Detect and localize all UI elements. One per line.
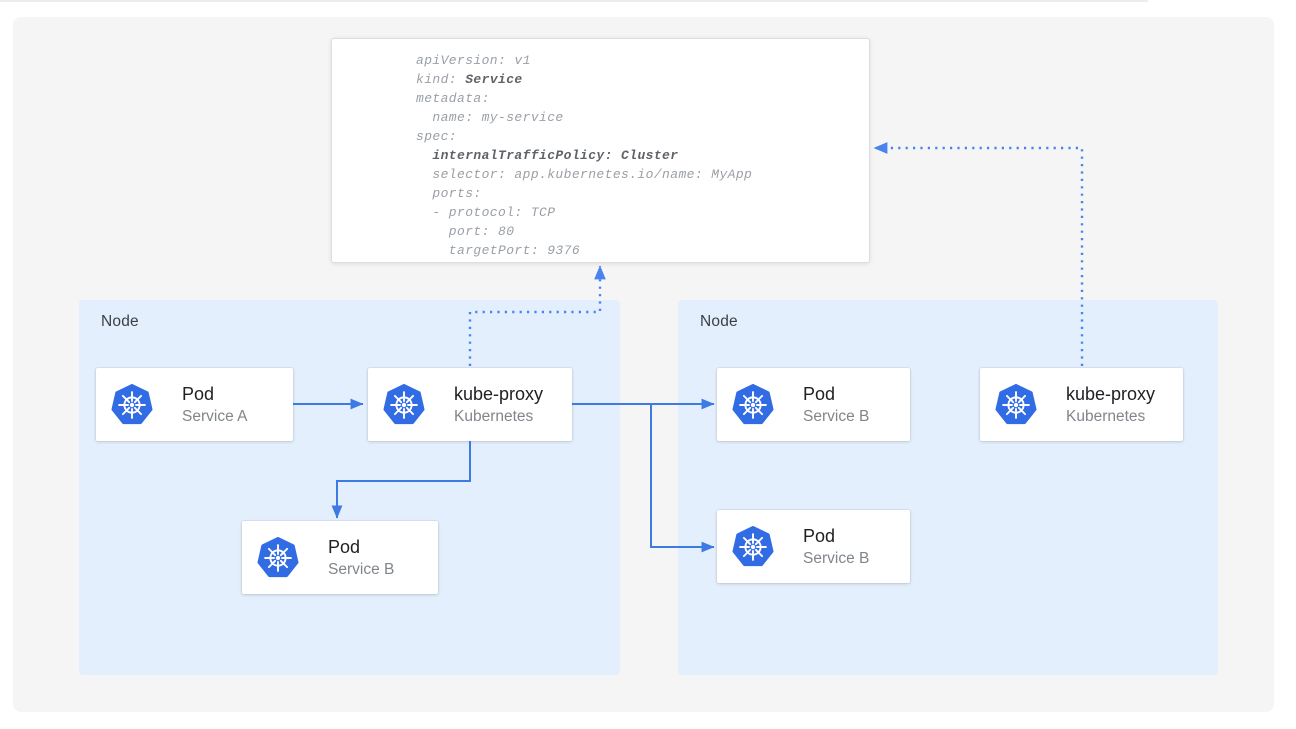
card-title: Pod (182, 383, 215, 404)
kubernetes-logo-icon (257, 537, 299, 579)
card-title: Pod (803, 383, 836, 404)
kubernetes-logo-icon (995, 384, 1037, 426)
kubernetes-logo-icon (732, 384, 774, 426)
card-pod-service-b-right-bottom: Pod Service B (717, 510, 910, 583)
card-subtitle: Service B (803, 407, 870, 425)
yaml-line: port: 80 (416, 224, 515, 239)
node-label: Node (101, 313, 139, 330)
yaml-code: apiVersion: v1 kind: Service metadata: nam… (332, 39, 869, 260)
card-title: Pod (803, 525, 836, 546)
yaml-line: metadata: (416, 91, 490, 106)
service-yaml-panel: apiVersion: v1 kind: Service metadata: nam… (331, 38, 870, 263)
yaml-line: internalTrafficPolicy: Cluster (432, 148, 679, 163)
yaml-line: apiVersion: v1 (416, 53, 531, 68)
card-pod-service-b-right-top: Pod Service B (717, 368, 910, 441)
node-box-right: Node (678, 300, 1218, 675)
yaml-line: spec: (416, 129, 458, 144)
card-subtitle: Service A (182, 407, 248, 425)
card-subtitle: Service B (803, 549, 870, 567)
node-box-left: Node (79, 300, 620, 675)
kubernetes-logo-icon (383, 384, 425, 426)
yaml-line: targetPort: 9376 (416, 243, 581, 258)
card-kube-proxy-right: kube-proxy Kubernetes (980, 368, 1183, 441)
card-subtitle: Kubernetes (454, 407, 534, 425)
yaml-line: kind: Service (416, 72, 523, 87)
yaml-line: ports: (416, 186, 482, 201)
card-pod-service-a: Pod Service A (96, 368, 293, 441)
card-subtitle: Kubernetes (1066, 407, 1146, 425)
card-title: kube-proxy (1066, 383, 1156, 404)
card-title: kube-proxy (454, 383, 544, 404)
card-pod-service-b-left: Pod Service B (242, 521, 438, 594)
top-divider (0, 0, 1148, 2)
kubernetes-logo-icon (732, 526, 774, 568)
yaml-line: - protocol: TCP (416, 205, 556, 220)
card-kube-proxy-left: kube-proxy Kubernetes (368, 368, 572, 441)
card-subtitle: Service B (328, 560, 395, 578)
kubernetes-logo-icon (111, 384, 153, 426)
card-title: Pod (328, 536, 361, 557)
node-label: Node (700, 313, 738, 330)
yaml-line: name: my-service (416, 110, 564, 125)
yaml-line: selector: app.kubernetes.io/name: MyApp (416, 167, 753, 182)
